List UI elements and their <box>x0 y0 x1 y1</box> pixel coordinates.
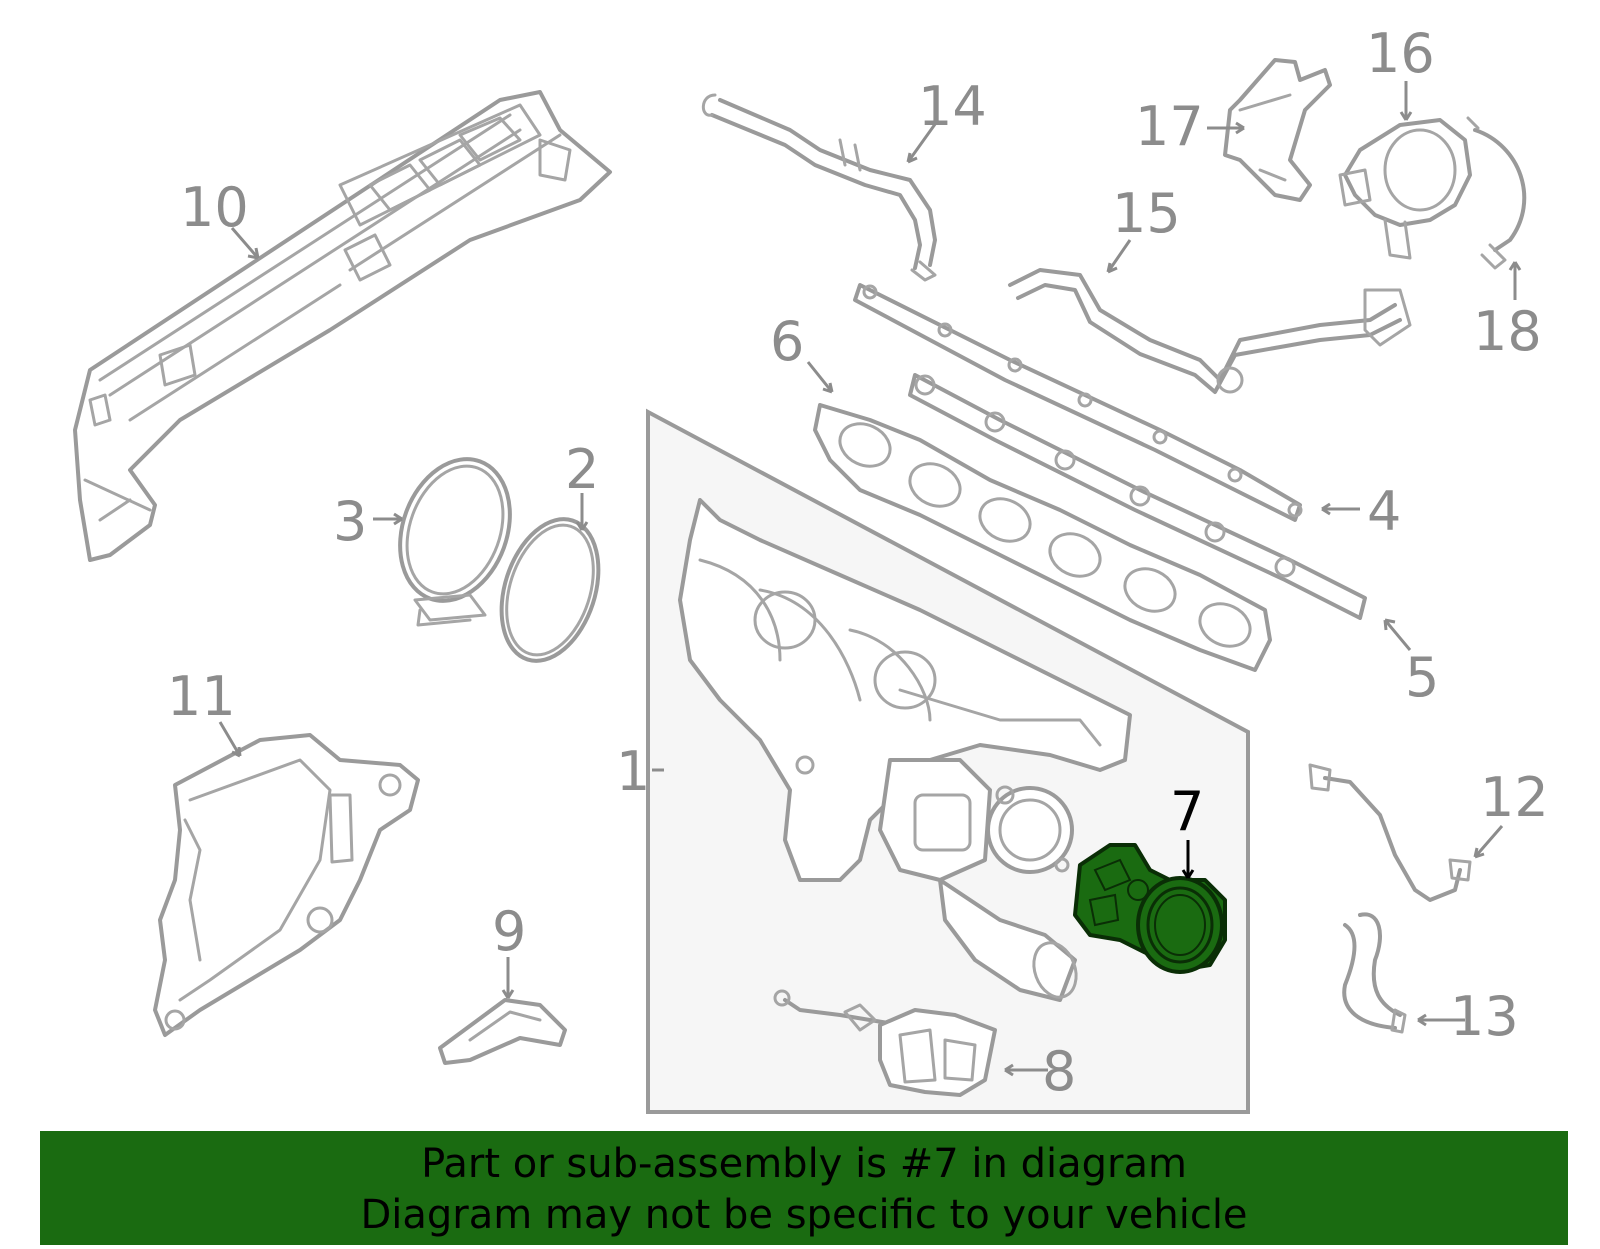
callout-5: 5 <box>1405 646 1439 709</box>
part-4-gasket <box>853 283 1303 522</box>
part-6-manifold-gasket <box>813 403 1272 672</box>
callout-15: 15 <box>1112 182 1181 245</box>
callout-7[interactable]: 7 <box>1170 780 1204 843</box>
part-1-turbo-manifold <box>678 498 1132 1002</box>
part-12-sensor-line <box>1308 763 1472 902</box>
callout-14: 14 <box>918 75 987 138</box>
callout-1: 1 <box>616 740 650 803</box>
part-11-heat-shield <box>153 733 420 1037</box>
callout-12: 12 <box>1480 766 1549 829</box>
callout-16: 16 <box>1366 22 1435 85</box>
callout-13: 13 <box>1450 985 1519 1048</box>
part-2-gasket <box>499 517 601 663</box>
callout-4: 4 <box>1367 480 1401 543</box>
callout-6: 6 <box>770 310 804 373</box>
callout-17: 17 <box>1135 95 1204 158</box>
callout-18: 18 <box>1473 300 1542 363</box>
part-3-clamp <box>398 457 512 627</box>
part-10-heat-shield <box>73 90 612 562</box>
leader-lines <box>218 81 1522 1077</box>
banner-line-2: Diagram may not be specific to your vehi… <box>360 1192 1248 1238</box>
callout-11: 11 <box>167 665 236 728</box>
part-13-hose <box>1342 912 1407 1034</box>
part-9-bracket <box>438 998 567 1065</box>
part-7-highlighted[interactable] <box>1073 843 1227 974</box>
callout-9: 9 <box>492 900 526 963</box>
info-banner: Part or sub-assembly is #7 in diagram Di… <box>40 1131 1568 1245</box>
callout-10: 10 <box>180 176 249 239</box>
banner-line-1: Part or sub-assembly is #7 in diagram <box>421 1141 1187 1187</box>
part-16-pump <box>1338 118 1472 260</box>
part-8-actuator <box>773 989 997 1097</box>
callout-3: 3 <box>333 490 367 553</box>
callout-8: 8 <box>1042 1040 1076 1103</box>
part-18-strap <box>1466 116 1527 270</box>
part-15-pipe <box>1008 268 1412 394</box>
part-17-bracket <box>1223 58 1332 202</box>
callout-2: 2 <box>565 438 599 501</box>
part-5-gasket <box>908 373 1367 620</box>
part-14-pipe <box>701 93 937 282</box>
